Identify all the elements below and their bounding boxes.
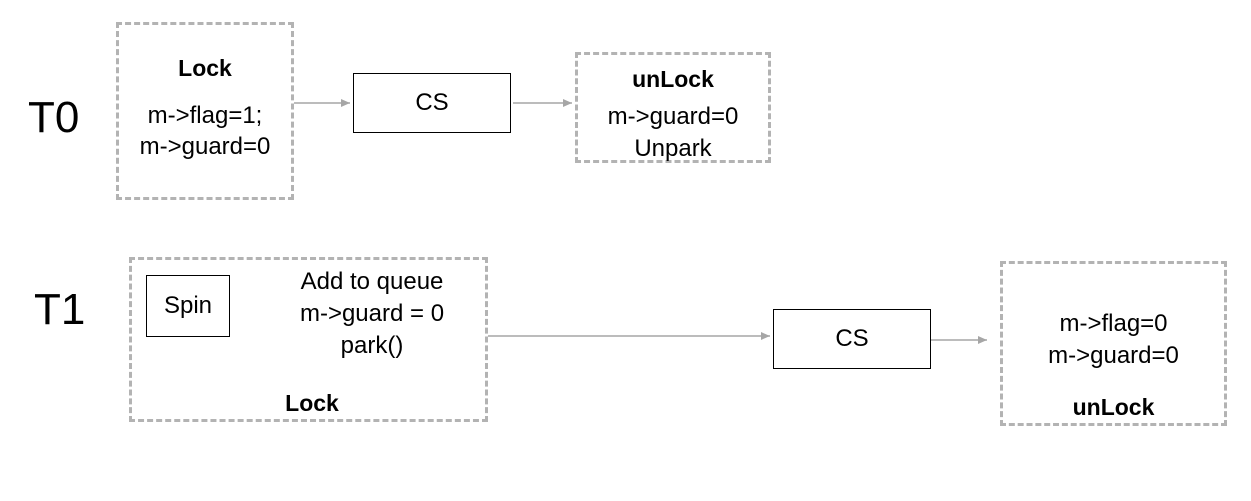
t0-lock-line-1: m->flag=1; xyxy=(147,102,263,129)
t0-lock-box: Lock m->flag=1; m->guard=0 xyxy=(116,22,294,200)
row-label-t1: T1 xyxy=(34,285,86,334)
t1-lock-box: Spin Add to queue m->guard = 0 park() Lo… xyxy=(129,257,488,422)
t1-lock-line-1: Add to queue xyxy=(300,268,444,295)
t0-unlock-box: unLock m->guard=0 Unpark xyxy=(575,52,771,163)
t0-unlock-line-1: m->guard=0 xyxy=(607,103,739,130)
t1-spin-box: Spin xyxy=(146,275,230,337)
t0-cs-box: CS xyxy=(353,73,511,133)
t0-lock-title: Lock xyxy=(178,55,232,81)
t0-unlock-title: unLock xyxy=(632,66,714,92)
t1-cs-box: CS xyxy=(773,309,931,369)
t1-lock-title: Lock xyxy=(285,390,339,416)
t1-unlock-title: unLock xyxy=(1072,394,1155,420)
t1-lock-line-3: park() xyxy=(340,332,404,359)
t1-unlock-line-2: m->guard=0 xyxy=(1048,342,1179,369)
t0-unlock-line-2: Unpark xyxy=(634,135,712,162)
t1-unlock-line-1: m->flag=0 xyxy=(1059,310,1168,337)
t1-lock-line-2: m->guard = 0 xyxy=(299,300,445,327)
t1-unlock-box: m->flag=0 m->guard=0 unLock xyxy=(1000,261,1227,426)
row-label-t0: T0 xyxy=(28,93,80,142)
t0-lock-line-2: m->guard=0 xyxy=(139,133,271,160)
